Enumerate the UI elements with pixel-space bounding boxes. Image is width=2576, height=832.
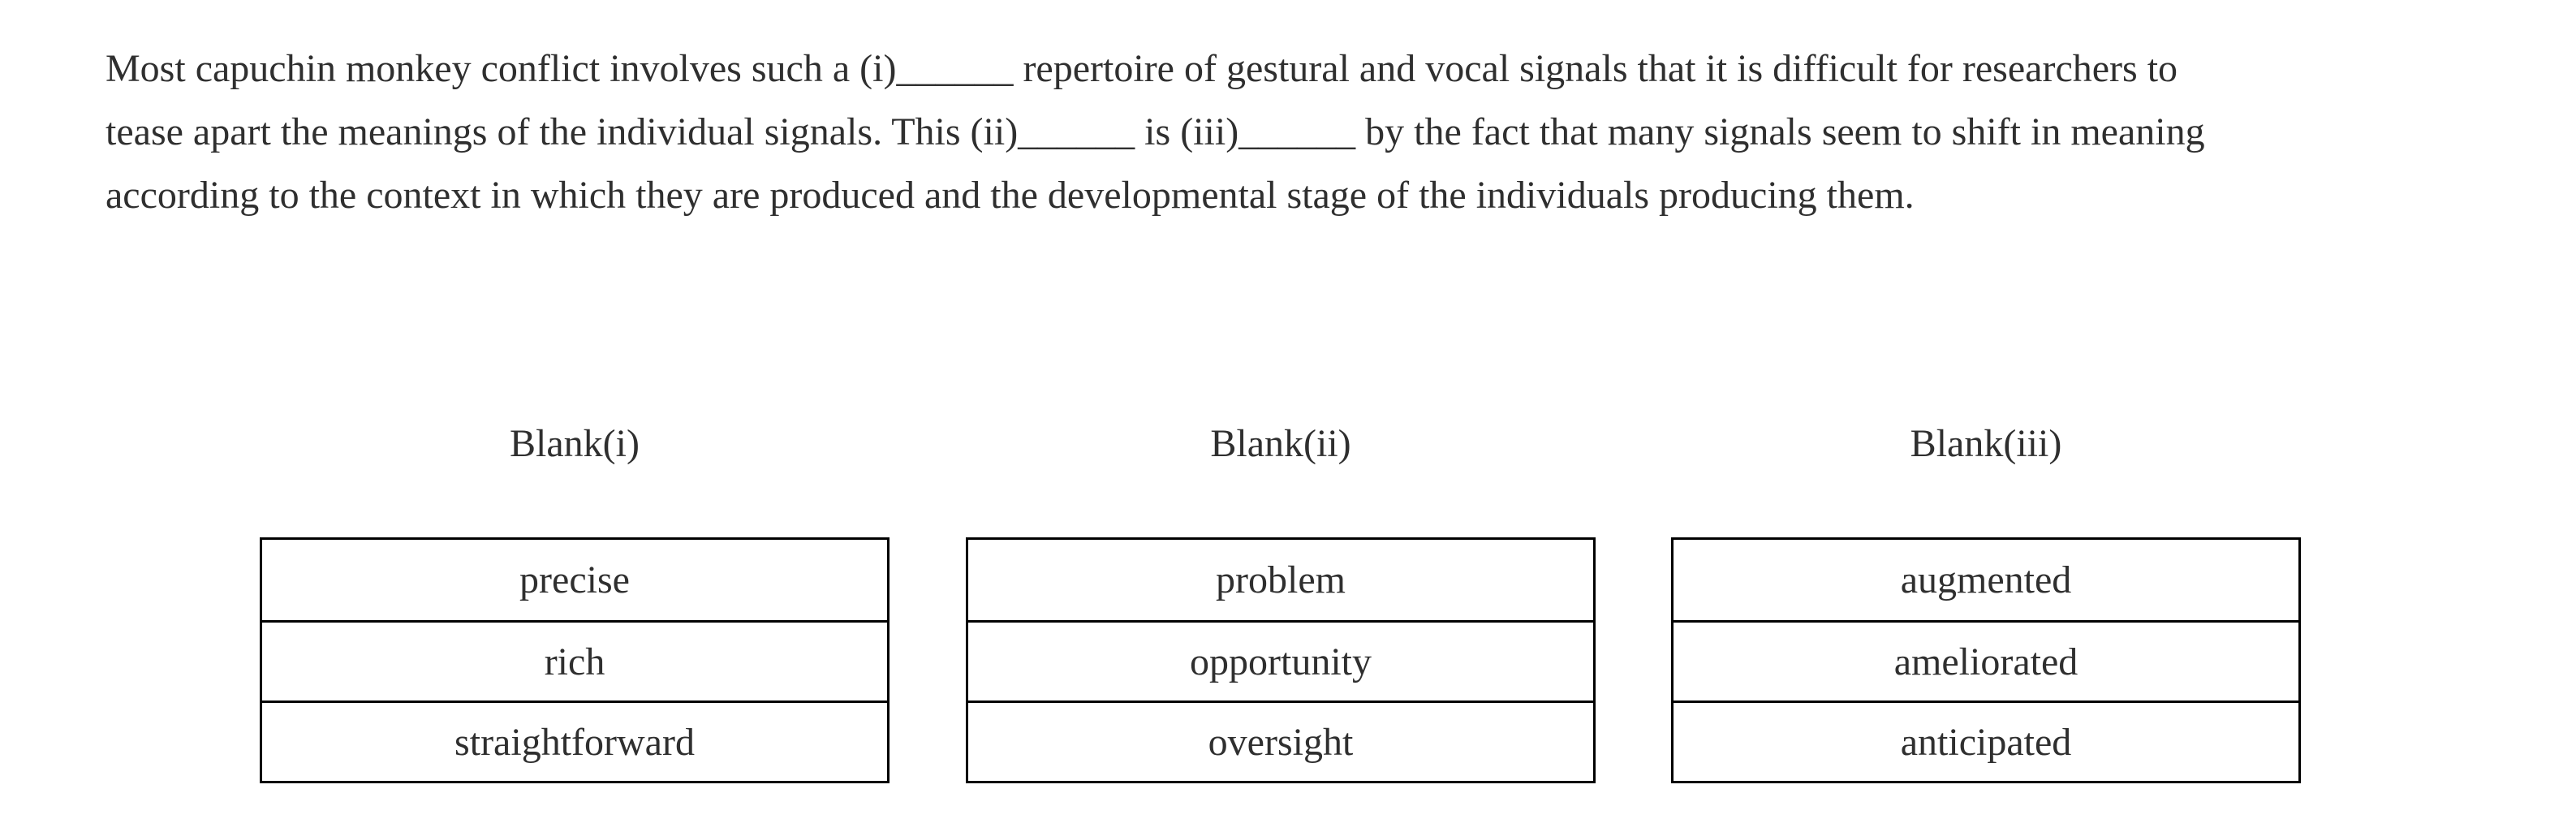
question-passage: Most capuchin monkey conflict involves s… <box>106 37 2508 227</box>
blank-i-option-3[interactable]: straightforward <box>262 701 887 781</box>
blank-ii-header: Blank(ii) <box>1210 422 1351 465</box>
blank-ii-column: Blank(ii) problem opportunity oversight <box>966 420 1596 783</box>
blank-i-option-2[interactable]: rich <box>262 620 887 701</box>
blank-ii-options-table: problem opportunity oversight <box>966 537 1596 783</box>
blank-iii-option-3[interactable]: anticipated <box>1674 701 2298 781</box>
blank-ii-option-1[interactable]: problem <box>1216 558 1346 601</box>
blank-iii-column: Blank(iii) augmented ameliorated anticip… <box>1671 420 2301 783</box>
blank-i-column: Blank(i) precise rich straightforward <box>260 420 890 783</box>
blank-iii-header: Blank(iii) <box>1910 422 2062 465</box>
blank-iii-option-1[interactable]: augmented <box>1900 558 2072 601</box>
blank-i-options-table: precise rich straightforward <box>260 537 890 783</box>
blank-i-option-1[interactable]: precise <box>519 558 630 601</box>
blank-iii-options-table: augmented ameliorated anticipated <box>1671 537 2301 783</box>
passage-line-1: Most capuchin monkey conflict involves s… <box>106 47 2178 90</box>
blank-ii-option-2[interactable]: opportunity <box>968 620 1593 701</box>
blank-i-header: Blank(i) <box>510 422 640 465</box>
passage-line-3: according to the context in which they a… <box>106 174 1915 217</box>
blank-ii-option-3[interactable]: oversight <box>968 701 1593 781</box>
passage-line-2: tease apart the meanings of the individu… <box>106 110 2205 153</box>
blank-iii-option-2[interactable]: ameliorated <box>1674 620 2298 701</box>
